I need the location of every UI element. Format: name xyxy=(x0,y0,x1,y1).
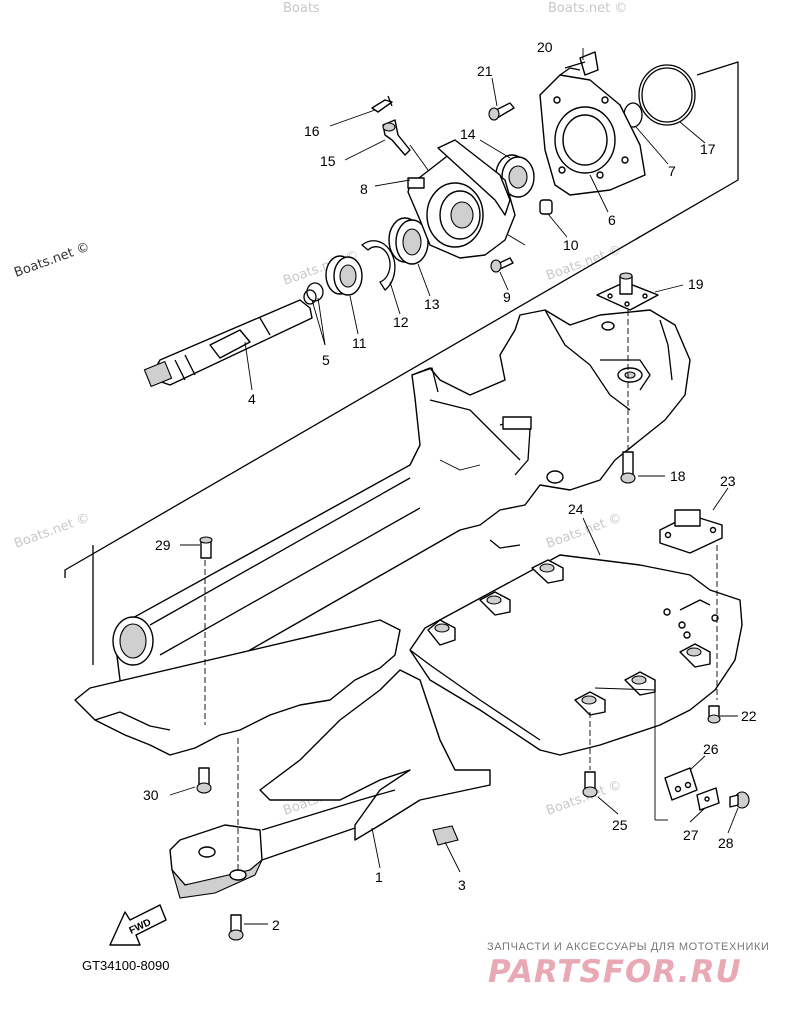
callout-15: 15 xyxy=(320,153,336,169)
callout-30: 30 xyxy=(143,787,159,803)
watermark: Boats.net © xyxy=(544,243,624,284)
watermark: Boats xyxy=(283,1,320,16)
callout-7: 7 xyxy=(668,163,676,179)
lower-plate xyxy=(74,619,401,756)
callout-10: 10 xyxy=(563,237,579,253)
callout-2: 2 xyxy=(272,917,280,933)
callout-27: 27 xyxy=(683,827,699,843)
callout-6: 6 xyxy=(608,212,616,228)
callout-24: 24 xyxy=(568,501,584,517)
callout-23: 23 xyxy=(720,473,736,489)
callout-17: 17 xyxy=(700,141,716,157)
callout-25: 25 xyxy=(612,817,628,833)
clip xyxy=(564,51,599,76)
callout-8: 8 xyxy=(360,181,368,197)
fasteners xyxy=(196,95,750,941)
watermark: Boats.net © xyxy=(548,1,627,16)
callout-14: 14 xyxy=(460,126,476,142)
watermark: Boats.net © xyxy=(12,511,92,552)
intermediate-housing xyxy=(112,309,691,706)
callout-3: 3 xyxy=(458,877,466,893)
watermark: Boats.net © xyxy=(544,511,624,552)
fwd-arrow: FWD xyxy=(109,904,167,946)
assembly-lines xyxy=(204,310,718,870)
callout-21: 21 xyxy=(477,63,493,79)
banner-logo: PARTSFOR.RU xyxy=(488,954,742,990)
callout-22: 22 xyxy=(741,708,757,724)
callout-12: 12 xyxy=(393,314,409,330)
callout-5: 5 xyxy=(322,352,330,368)
bearings-and-seals xyxy=(303,64,696,305)
diagram-code: GT34100-8090 xyxy=(82,958,169,973)
leader-lines xyxy=(169,48,739,925)
callout-13: 13 xyxy=(424,296,440,312)
callout-26: 26 xyxy=(703,741,719,757)
watermark: Boats.net © xyxy=(544,778,624,819)
callout-11: 11 xyxy=(352,335,367,351)
banner-tagline: ЗАПЧАСТИ И АКСЕССУАРЫ ДЛЯ МОТОТЕХНИКИ xyxy=(487,941,769,953)
callout-20: 20 xyxy=(537,39,553,55)
intake-duct xyxy=(169,669,491,899)
watermark: Boats.net © xyxy=(12,240,92,281)
callout-29: 29 xyxy=(155,537,171,553)
callout-18: 18 xyxy=(670,468,686,484)
housing-cover xyxy=(539,67,646,196)
callout-16: 16 xyxy=(304,123,320,139)
callout-numbers: 1 2 3 4 5 6 7 8 9 10 11 12 13 14 15 16 1… xyxy=(143,39,757,933)
callout-19: 19 xyxy=(688,276,704,292)
callout-1: 1 xyxy=(375,869,383,885)
ride-plate xyxy=(409,554,743,756)
callout-4: 4 xyxy=(248,391,256,407)
callout-28: 28 xyxy=(718,835,734,851)
callout-9: 9 xyxy=(503,289,511,305)
drive-shaft xyxy=(143,299,313,388)
bearing-housing xyxy=(407,139,516,259)
site-banner: ЗАПЧАСТИ И АКСЕССУАРЫ ДЛЯ МОТОТЕХНИКИ PA… xyxy=(487,941,769,990)
